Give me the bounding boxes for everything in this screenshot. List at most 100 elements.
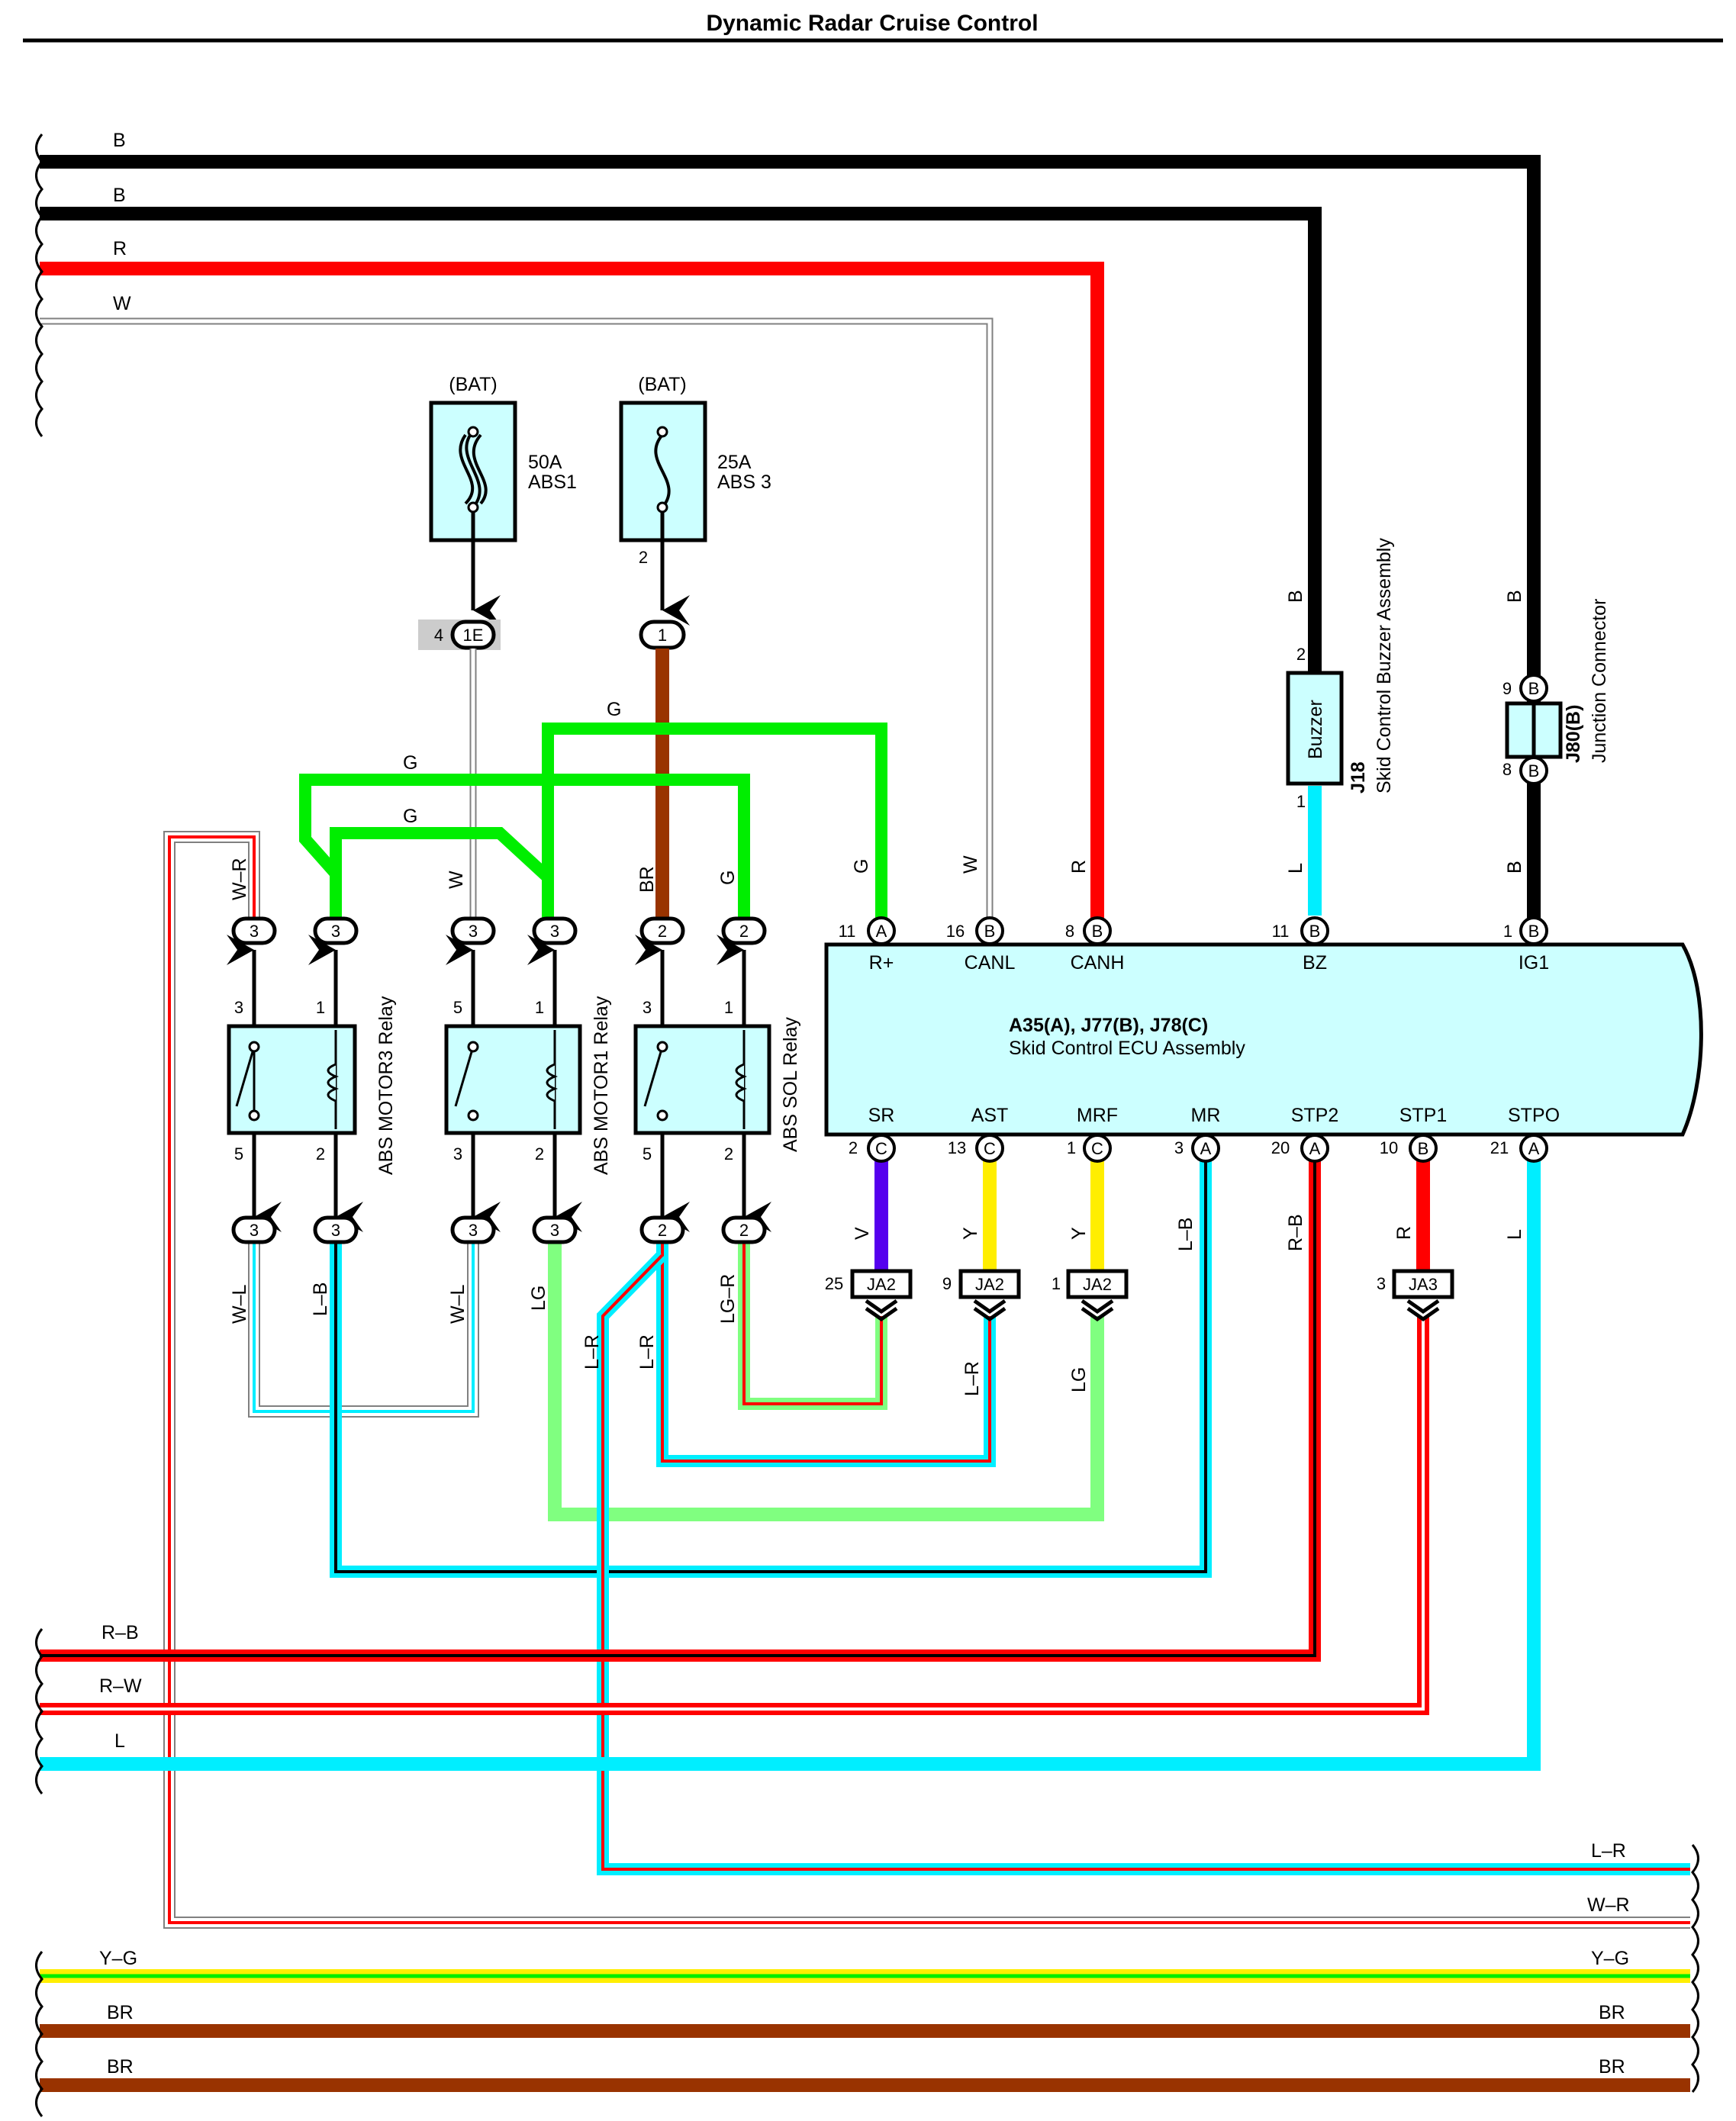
pin-conn: A xyxy=(1200,1139,1212,1158)
wire-label: L xyxy=(1285,863,1306,874)
pin-number: 11 xyxy=(1272,922,1290,941)
junction-label: JA2 xyxy=(1083,1275,1112,1294)
connector xyxy=(231,1215,277,1244)
relay-pin: 3 xyxy=(643,998,652,1017)
fuse-abs3-name: ABS 3 xyxy=(717,472,771,493)
ecu-top-pins: 11 A R+ 16 B CANL 8 B CANH 11 B BZ 1 B I… xyxy=(839,916,1549,974)
connector-1e-label: 1E xyxy=(463,626,484,645)
wire-label: R–B xyxy=(1285,1214,1306,1251)
pin-circle xyxy=(1519,1134,1548,1163)
label-wire-l: L xyxy=(114,1730,125,1752)
wire-label: L xyxy=(1504,1229,1525,1240)
label-wire-y-g-left: Y–G xyxy=(99,1948,137,1969)
connector-label: 3 xyxy=(250,1221,259,1240)
chevron-down-icon xyxy=(973,1299,1006,1322)
pin-conn: C xyxy=(984,1139,996,1158)
connector xyxy=(532,916,578,945)
connector-1 xyxy=(639,620,686,650)
connector-label: 2 xyxy=(658,922,667,941)
junction-box xyxy=(958,1269,1021,1299)
pin-circle xyxy=(1519,916,1548,945)
wire-l-stpo xyxy=(40,1160,1541,1771)
fuse-terminal-icon xyxy=(467,501,479,513)
connector-label: 2 xyxy=(739,1221,749,1240)
relay-pin: 1 xyxy=(316,998,325,1017)
pin-name: AST xyxy=(971,1105,1009,1126)
pin-conn: B xyxy=(1309,922,1321,941)
connector xyxy=(721,916,767,945)
pin-conn: A xyxy=(876,922,887,941)
connector-label: 3 xyxy=(469,922,478,941)
fuse-terminal-icon xyxy=(467,426,479,438)
relay-top-connectors: 3 3 3 3 2 2 xyxy=(231,916,767,945)
wire-label: BR xyxy=(636,866,658,893)
pin-conn: B xyxy=(1528,679,1540,698)
pin-name: MRF xyxy=(1077,1105,1118,1126)
pin-conn: B xyxy=(1528,922,1540,941)
buzzer-label: Buzzer xyxy=(1305,700,1326,759)
jc-id: J80(B) xyxy=(1563,705,1584,763)
connector-1e-pin: 4 xyxy=(434,626,443,645)
green-wires: G G G xyxy=(299,699,887,927)
wire-label: W–L xyxy=(447,1285,469,1324)
relay-switch-icon xyxy=(454,1046,475,1107)
pin-name: R+ xyxy=(869,952,894,974)
junction-pin: 25 xyxy=(825,1274,843,1293)
relay-box xyxy=(444,1024,582,1135)
wire-label: Y xyxy=(960,1227,981,1240)
relay-pin: 3 xyxy=(234,998,243,1017)
pin-name: BZ xyxy=(1303,952,1327,974)
wire-break-mark-mid xyxy=(35,1628,43,1794)
label-wire-l-r-right: L–R xyxy=(1591,1840,1626,1862)
relay-pin: 1 xyxy=(535,998,544,1017)
connector-label: 3 xyxy=(331,1221,340,1240)
wire-label: B xyxy=(1504,861,1525,874)
relay-contact-icon xyxy=(656,1109,668,1122)
pin-circle xyxy=(1300,916,1329,945)
label-wire-br2-left: BR xyxy=(107,2056,134,2078)
relay-contact-icon xyxy=(248,1041,260,1053)
label-wire-br-left: BR xyxy=(107,2002,134,2023)
wire-label: W–L xyxy=(229,1285,250,1324)
pin-name: STPO xyxy=(1508,1105,1560,1126)
buzzer-id: J18 xyxy=(1348,761,1369,793)
pin-name: STP1 xyxy=(1399,1105,1448,1126)
wire-w-l-stripe xyxy=(253,1242,475,1413)
wire-label: R xyxy=(1393,1226,1415,1240)
pin-circle xyxy=(1300,1134,1329,1163)
connector-1e xyxy=(450,620,496,650)
wire-label: W xyxy=(446,871,467,889)
junction-label: JA3 xyxy=(1409,1275,1438,1294)
fuse-abs1: (BAT) 50A ABS1 4 1E xyxy=(418,374,577,650)
relay-contact-icon xyxy=(248,1109,260,1122)
fuse-abs1-name: ABS1 xyxy=(528,472,577,493)
wire-label: Y xyxy=(1068,1227,1090,1240)
relay-box xyxy=(633,1024,771,1135)
connector xyxy=(639,916,685,945)
label-wire-w: W xyxy=(113,293,131,314)
ecu-title: A35(A), J77(B), J78(C) xyxy=(1009,1015,1208,1036)
pin-number: 13 xyxy=(948,1138,966,1157)
fuse-icon xyxy=(654,433,671,509)
wire-lg xyxy=(548,1242,1104,1521)
relay-name: ABS MOTOR3 Relay xyxy=(375,996,397,1175)
relay-contact-icon xyxy=(656,1041,668,1053)
relay-coil-icon xyxy=(735,1063,748,1102)
wire-label: LG xyxy=(1068,1367,1090,1392)
pin-circle xyxy=(975,1134,1004,1163)
relay-name: ABS SOL Relay xyxy=(780,1017,801,1152)
pin-number: 1 xyxy=(1503,922,1512,941)
pin-conn: C xyxy=(875,1139,887,1158)
relay-bottom-connectors: 3 3 3 3 2 2 xyxy=(231,1215,767,1244)
pin-number: 11 xyxy=(839,922,856,941)
wire-r-b-stripe xyxy=(40,1160,1316,1657)
wire-label: L–R xyxy=(961,1361,983,1396)
wire-label: LG–R xyxy=(717,1274,739,1324)
wire-label: G xyxy=(851,859,872,874)
fuse-terminal-icon xyxy=(656,426,668,438)
pin-circle xyxy=(1083,1134,1112,1163)
chevron-down-icon xyxy=(1406,1299,1440,1322)
relay-pin: 1 xyxy=(724,998,733,1017)
connector xyxy=(532,1215,578,1244)
